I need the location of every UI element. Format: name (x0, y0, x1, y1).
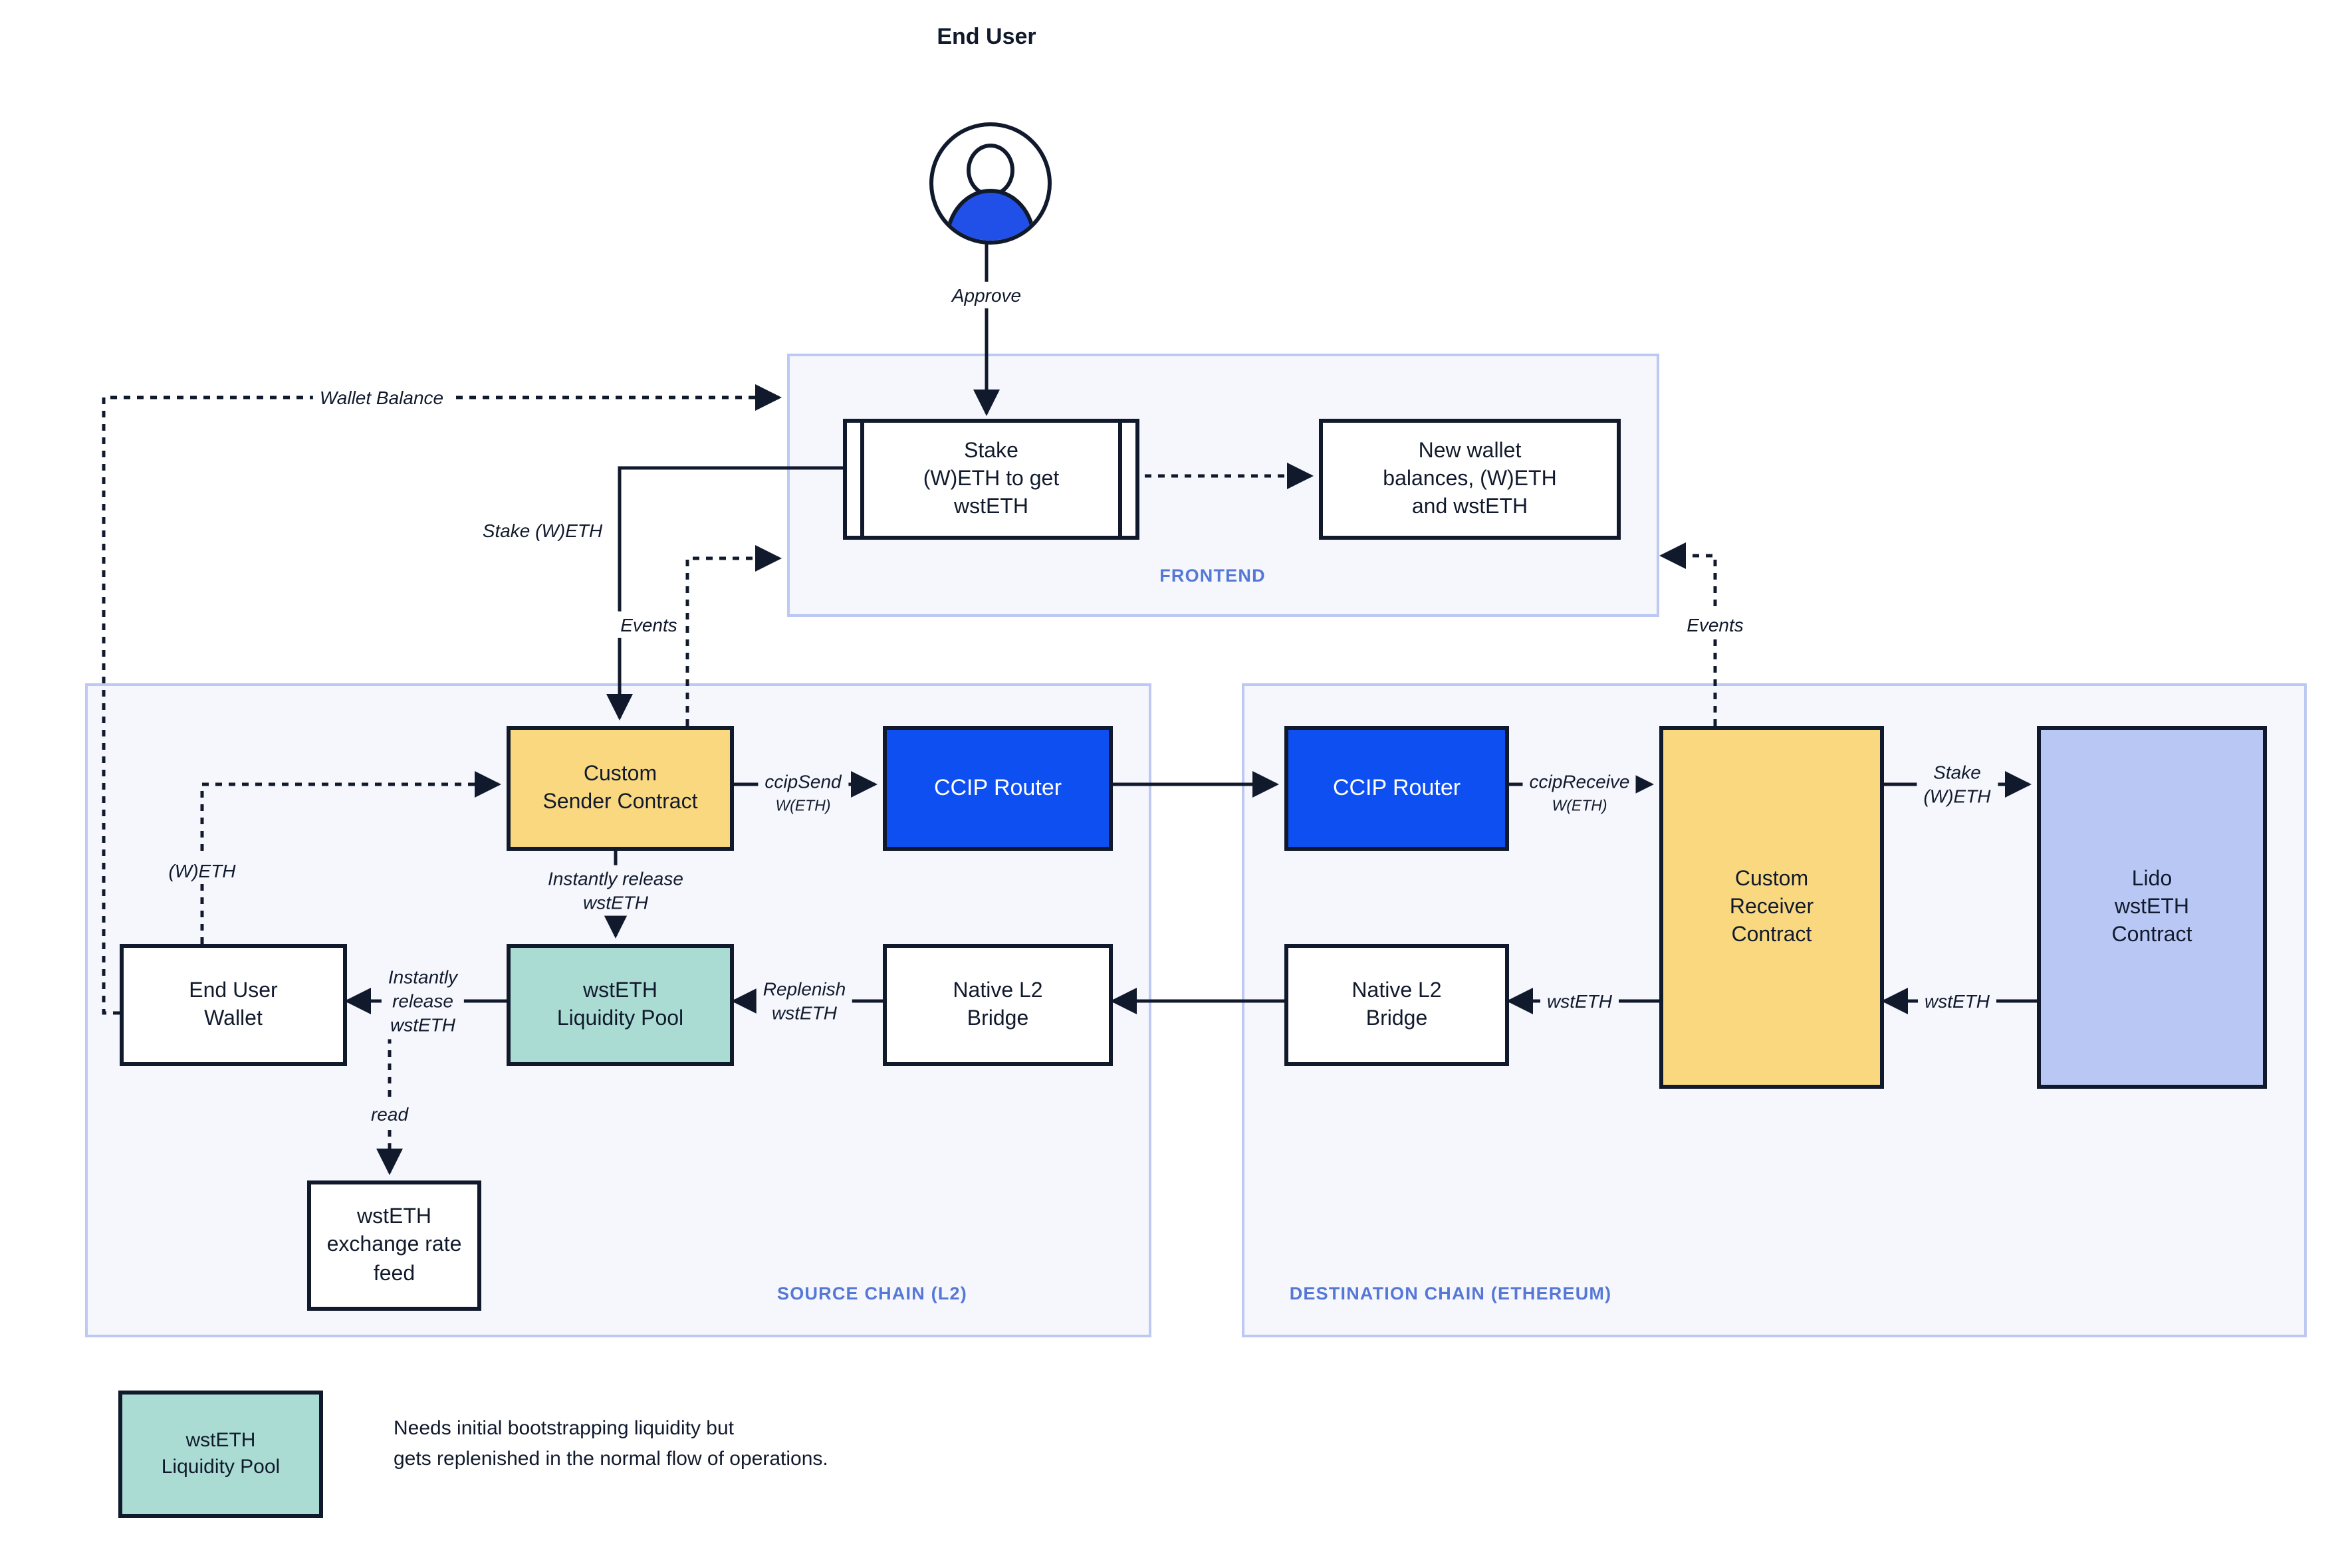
edge-label-ccip-send: ccipSend W(ETH) (758, 744, 848, 843)
node-label: wstETH exchange rate feed (326, 1206, 462, 1286)
node-wsteth-liquidity-pool[interactable]: wstETH Liquidity Pool (507, 944, 734, 1066)
node-lido-wsteth-contract[interactable]: Lido wstETH Contract (2037, 726, 2267, 1089)
node-new-wallet-balances[interactable]: New wallet balances, (W)ETH and wstETH (1319, 419, 1621, 540)
edge-label-sub: W(ETH) (1552, 799, 1607, 816)
node-label: Native L2 Bridge (1351, 979, 1442, 1030)
edge-weth (200, 771, 502, 944)
node-ccip-router-destination[interactable]: CCIP Router (1284, 726, 1509, 851)
edge-label-instantly-release-horizontal: Instantly release wstETH (381, 963, 465, 1039)
edge-wallet-balance (102, 384, 782, 1015)
edge-label-main: ccipSend (764, 770, 842, 792)
edge-label-events-source: Events (614, 611, 684, 639)
edge-label-main: ccipReceive (1529, 770, 1630, 792)
node-label: Custom Receiver Contract (1729, 867, 1814, 947)
node-ccip-router-source[interactable]: CCIP Router (883, 726, 1113, 851)
node-label: CCIP Router (1332, 774, 1461, 800)
edge-stake-weth (606, 466, 843, 721)
subroutine-bar-icon (860, 423, 864, 536)
edge-label-stake-weth-destination: Stake (W)ETH (1917, 758, 1998, 810)
edge-label-stake-weth: Stake (W)ETH (475, 516, 610, 544)
node-label: CCIP Router (933, 774, 1062, 800)
node-label: Stake (W)ETH to get wstETH (923, 439, 1060, 519)
node-stake-weth-box[interactable]: Stake (W)ETH to get wstETH (843, 419, 1139, 540)
node-custom-receiver-contract[interactable]: Custom Receiver Contract (1659, 726, 1884, 1089)
node-label: Lido wstETH Contract (2111, 867, 2192, 947)
node-label: New wallet balances, (W)ETH and wstETH (1383, 439, 1557, 519)
end-user-title: End User (937, 24, 1036, 49)
edge-label-wsteth-to-bridge: wstETH (1540, 987, 1619, 1015)
legend-swatch-label: wstETH Liquidity Pool (161, 1429, 281, 1478)
edge-label-instantly-release-vertical: Instantly release wstETH (541, 865, 690, 917)
edge-events-destination (1659, 542, 1717, 726)
edge-events-source (685, 545, 782, 726)
edge-label-wsteth-from-lido: wstETH (1918, 987, 1996, 1015)
edge-label-wallet-balance: Wallet Balance (312, 384, 451, 411)
edge-label-approve: Approve (945, 281, 1028, 309)
edge-label-sub: W(ETH) (775, 799, 831, 816)
node-native-l2-bridge-destination[interactable]: Native L2 Bridge (1284, 944, 1509, 1066)
legend-note: Needs initial bootstrapping liquidity bu… (394, 1417, 828, 1470)
node-label: wstETH Liquidity Pool (556, 979, 684, 1030)
edge-label-read: read (364, 1100, 415, 1128)
node-end-user-wallet[interactable]: End User Wallet (120, 944, 347, 1066)
node-custom-sender-contract[interactable]: Custom Sender Contract (507, 726, 734, 851)
edge-label-replenish: Replenish wstETH (756, 975, 853, 1027)
node-label: End User Wallet (189, 979, 278, 1030)
source-chain-label: SOURCE CHAIN (L2) (777, 1284, 967, 1303)
end-user-icon (929, 122, 1052, 245)
node-label: Custom Sender Contract (542, 762, 698, 814)
node-native-l2-bridge-source[interactable]: Native L2 Bridge (883, 944, 1113, 1066)
node-wsteth-exchange-rate-feed[interactable]: wstETH exchange rate feed (307, 1180, 481, 1311)
destination-chain-label: DESTINATION CHAIN (ETHEREUM) (1289, 1284, 1612, 1303)
edge-label-events-destination: Events (1680, 611, 1750, 639)
edge-label-weth: (W)ETH (162, 857, 243, 885)
node-label: Native L2 Bridge (953, 979, 1043, 1030)
subroutine-bar-icon (1118, 423, 1122, 536)
legend-swatch-wsteth-liquidity-pool: wstETH Liquidity Pool (118, 1391, 323, 1518)
frontend-label: FRONTEND (1159, 566, 1266, 586)
edge-label-ccip-receive: ccipReceive W(ETH) (1522, 744, 1637, 843)
